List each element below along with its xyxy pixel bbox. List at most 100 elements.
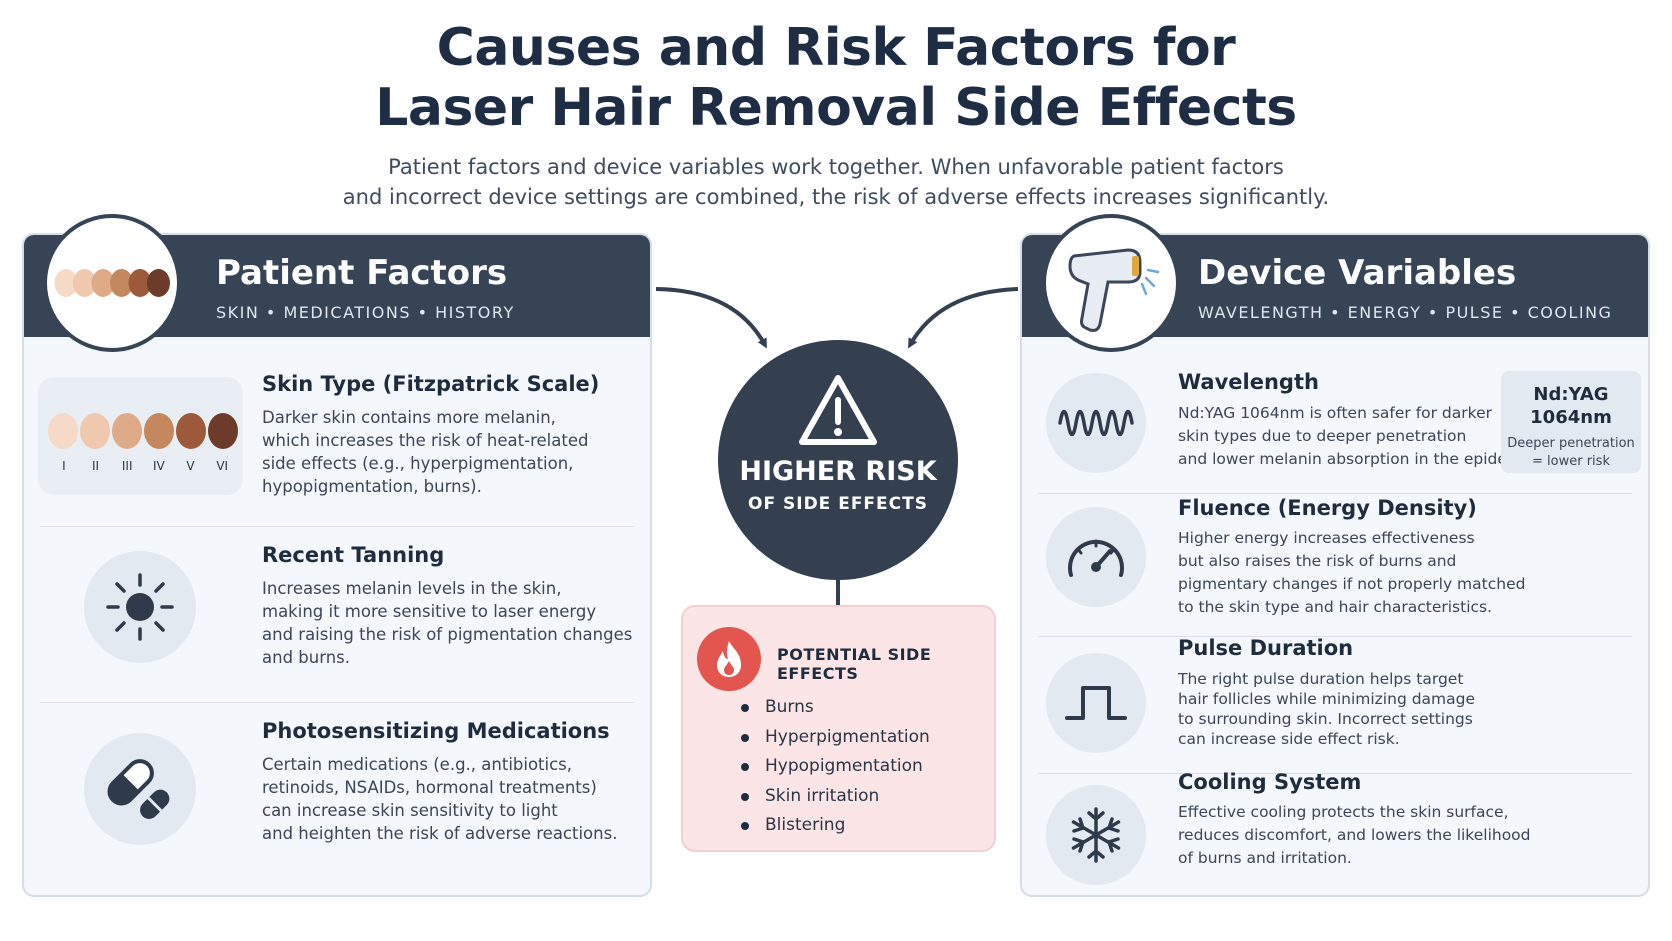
patient-factors-tags: SKIN • MEDICATIONS • HISTORY bbox=[216, 303, 515, 322]
desc-line: retinoids, NSAIDs, hormonal treatments) bbox=[262, 778, 597, 797]
warning-triangle-icon bbox=[799, 375, 877, 445]
skin-swatch bbox=[176, 413, 206, 449]
patient-factors-panel: Patient Factors SKIN • MEDICATIONS • HIS… bbox=[22, 233, 652, 897]
desc-line: skin types due to deeper penetration bbox=[1178, 427, 1467, 445]
list-item: Hypopigmentation bbox=[741, 752, 930, 782]
swatch-label: V bbox=[186, 459, 195, 473]
desc-line: making it more sensitive to laser energy bbox=[262, 602, 597, 621]
callout-title-line: 1064nm bbox=[1530, 407, 1612, 428]
callout-title: Nd:YAG 1064nm bbox=[1501, 383, 1641, 429]
swatch-label: IV bbox=[152, 459, 165, 473]
laser-device-icon bbox=[1042, 214, 1180, 352]
desc-line: Effective cooling protects the skin surf… bbox=[1178, 803, 1509, 821]
medications-desc: Certain medications (e.g., antibiotics, … bbox=[262, 753, 617, 845]
sun-icon bbox=[84, 551, 196, 663]
desc-line: to the skin type and hair characteristic… bbox=[1178, 598, 1493, 616]
potential-side-effects-box: POTENTIAL SIDE EFFECTS Burns Hyperpigmen… bbox=[681, 605, 996, 852]
badge-swatch bbox=[73, 269, 96, 297]
swatch-label: II bbox=[91, 459, 100, 473]
desc-line: reduces discomfort, and lowers the likel… bbox=[1178, 826, 1531, 844]
badge-swatch bbox=[147, 269, 170, 297]
subtitle-line-1: Patient factors and device variables wor… bbox=[388, 155, 1284, 179]
snowflake-icon bbox=[1046, 785, 1146, 885]
desc-line: Higher energy increases effectiveness bbox=[1178, 529, 1475, 547]
page-subtitle: Patient factors and device variables wor… bbox=[0, 152, 1672, 212]
desc-line: can increase side effect risk. bbox=[1178, 730, 1400, 748]
divider bbox=[1038, 773, 1632, 774]
wavelength-title: Wavelength bbox=[1178, 370, 1319, 394]
side-effects-title: POTENTIAL SIDE EFFECTS bbox=[777, 645, 932, 683]
skin-swatch bbox=[48, 413, 78, 449]
skin-tone-swatches-icon bbox=[43, 214, 181, 352]
desc-line: of burns and irritation. bbox=[1178, 849, 1352, 867]
desc-line: which increases the risk of heat-related bbox=[262, 431, 589, 450]
recent-tanning-title: Recent Tanning bbox=[262, 543, 445, 567]
desc-line: pigmentary changes if not properly match… bbox=[1178, 575, 1526, 593]
device-variables-tags: WAVELENGTH • ENERGY • PULSE • COOLING bbox=[1198, 303, 1613, 322]
side-effects-list: Burns Hyperpigmentation Hypopigmentation… bbox=[741, 693, 930, 841]
swatch-label: III bbox=[121, 459, 133, 473]
wavelength-desc: Nd:YAG 1064nm is often safer for darker … bbox=[1178, 402, 1545, 471]
arrow-from-device bbox=[908, 287, 1019, 349]
list-item: Blistering bbox=[741, 811, 930, 841]
risk-sub-label: OF SIDE EFFECTS bbox=[748, 494, 928, 514]
desc-line: Certain medications (e.g., antibiotics, bbox=[262, 755, 573, 774]
risk-connector-line bbox=[836, 578, 840, 608]
gauge-icon bbox=[1046, 507, 1146, 607]
risk-main-label: HIGHER RISK bbox=[739, 456, 937, 487]
skin-swatch bbox=[208, 413, 238, 449]
device-variables-title: Device Variables bbox=[1198, 253, 1517, 293]
desc-line: side effects (e.g., hyperpigmentation, bbox=[262, 454, 574, 473]
subtitle-line-2: and incorrect device settings are combin… bbox=[342, 185, 1330, 209]
skin-swatch bbox=[144, 413, 174, 449]
title-line-2: Laser Hair Removal Side Effects bbox=[375, 78, 1297, 138]
callout-sub-line: = lower risk bbox=[1532, 454, 1610, 469]
callout-subtitle: Deeper penetration = lower risk bbox=[1501, 435, 1641, 471]
desc-line: but also raises the risk of burns and bbox=[1178, 552, 1457, 570]
divider bbox=[1038, 493, 1632, 494]
desc-line: to surrounding skin. Incorrect settings bbox=[1178, 710, 1473, 728]
flame-icon bbox=[697, 627, 761, 691]
divider bbox=[1038, 636, 1632, 637]
patient-factors-title: Patient Factors bbox=[216, 253, 508, 293]
desc-line: and heighten the risk of adverse reactio… bbox=[262, 824, 618, 843]
desc-line: The right pulse duration helps target bbox=[1178, 670, 1464, 688]
pulse-square-icon bbox=[1046, 653, 1146, 753]
skin-swatch bbox=[112, 413, 142, 449]
skin-type-desc: Darker skin contains more melanin, which… bbox=[262, 406, 588, 498]
desc-line: Darker skin contains more melanin, bbox=[262, 408, 556, 427]
cooling-system-title: Cooling System bbox=[1178, 770, 1362, 794]
badge-swatch bbox=[54, 269, 78, 297]
swatch-label: I bbox=[62, 459, 66, 473]
desc-line: hair follicles while minimizing damage bbox=[1178, 690, 1476, 708]
pulse-duration-title: Pulse Duration bbox=[1178, 636, 1354, 660]
desc-line: Increases melanin levels in the skin, bbox=[262, 579, 562, 598]
pill-capsule-icon bbox=[84, 733, 196, 845]
cooling-system-desc: Effective cooling protects the skin surf… bbox=[1178, 801, 1531, 870]
pulse-duration-desc: The right pulse duration helps target ha… bbox=[1178, 669, 1475, 749]
list-item: Burns bbox=[741, 693, 930, 723]
callout-sub-line: Deeper penetration bbox=[1507, 436, 1635, 451]
skin-type-title: Skin Type (Fitzpatrick Scale) bbox=[262, 372, 600, 396]
wave-icon bbox=[1046, 373, 1146, 473]
swatch-label: VI bbox=[216, 459, 229, 473]
skin-swatch bbox=[80, 413, 110, 449]
divider bbox=[40, 702, 634, 703]
fluence-desc: Higher energy increases effectiveness bu… bbox=[1178, 527, 1525, 619]
desc-line: and lower melanin absorption in the epid… bbox=[1178, 450, 1546, 468]
badge-swatch bbox=[91, 269, 115, 297]
desc-line: and burns. bbox=[262, 648, 351, 667]
divider bbox=[40, 526, 634, 527]
desc-line: and raising the risk of pigmentation cha… bbox=[262, 625, 633, 644]
medications-title: Photosensitizing Medications bbox=[262, 719, 610, 743]
callout-title-line: Nd:YAG bbox=[1533, 384, 1609, 405]
arrow-from-patient bbox=[655, 287, 767, 349]
badge-swatch bbox=[128, 269, 152, 297]
desc-line: hypopigmentation, burns). bbox=[262, 477, 482, 496]
badge-swatch bbox=[110, 269, 133, 297]
ndyag-callout: Nd:YAG 1064nm Deeper penetration = lower… bbox=[1501, 371, 1641, 473]
title-line-1: Causes and Risk Factors for bbox=[436, 18, 1236, 78]
